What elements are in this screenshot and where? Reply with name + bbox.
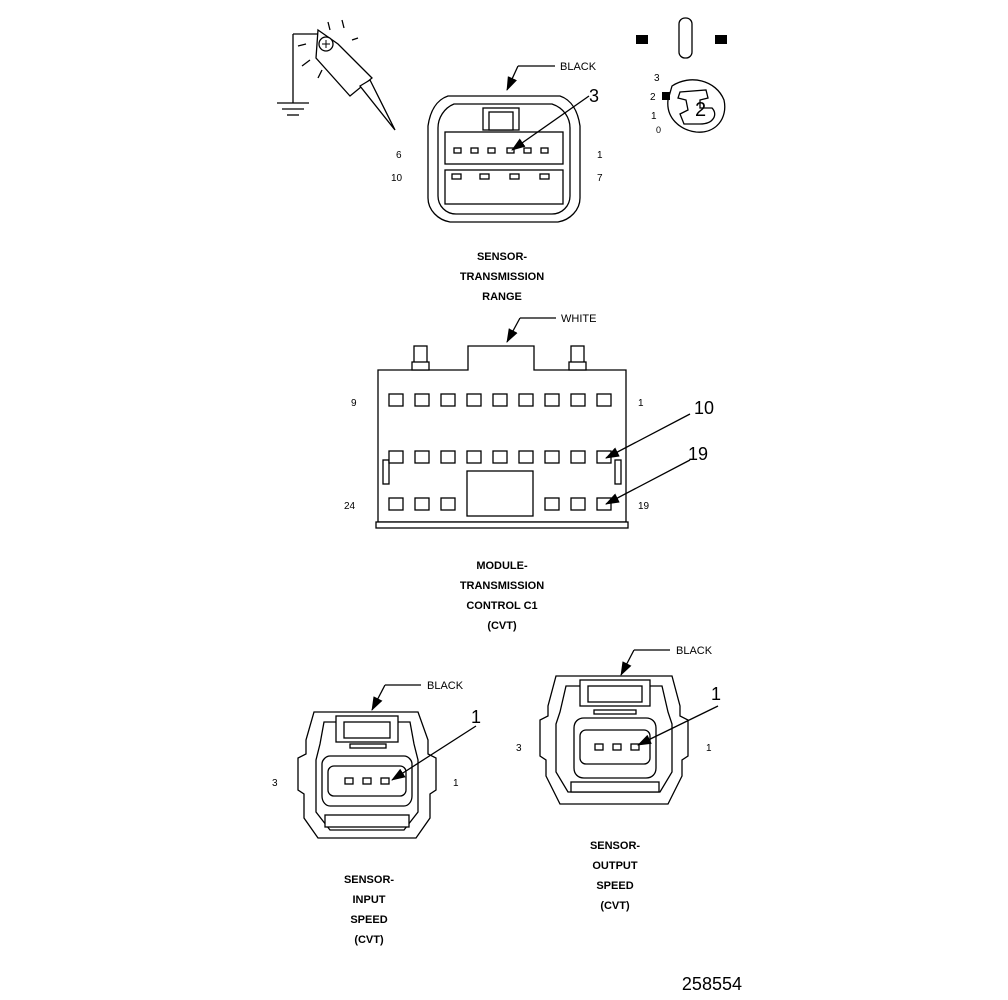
oss-title-line-2: OUTPUT [592,860,638,872]
iss-callout-pin: 1 [471,707,481,727]
oss-title-line-1: SENSOR- [590,840,640,852]
tcm-title: MODULE- TRANSMISSION CONTROL C1 (CVT) [460,560,544,632]
tcm-row2-terminals [388,450,612,464]
iss-title: SENSOR- INPUT SPEED (CVT) [344,874,394,946]
trs-color-label: BLACK [560,61,597,73]
tcm-row1-terminals [388,393,612,407]
oss-title-line-4: (CVT) [600,900,630,912]
backprobe-ground-test-icon [277,19,396,131]
oss-title: SENSOR- OUTPUT SPEED (CVT) [590,840,640,912]
oss-title-line-3: SPEED [596,880,633,892]
output-speed-sensor-connector: BLACK 1 3 1 SENSOR- OUTPUT SPEED (CVT) [516,645,721,912]
trs-pin-7-label: 7 [597,173,603,184]
tcm-title-line-1: MODULE- [476,560,528,572]
tcm-title-line-3: CONTROL C1 [466,600,537,612]
trs-row2-terminals [451,173,550,180]
tcm-title-line-4: (CVT) [487,620,517,632]
input-speed-sensor-connector: BLACK 1 3 1 SENSOR- INPUT SPEED (CVT) [272,680,481,946]
key-position-2-label: 2 [650,92,656,103]
key-position-3-label: 3 [654,73,660,84]
oss-pin-3-label: 3 [516,743,522,754]
trs-callout-pin: 3 [589,86,599,106]
trs-pin-6-label: 6 [396,150,402,161]
tcm-color-label: WHITE [561,313,596,325]
tcm-pin-24-label: 24 [344,501,356,512]
tcm-callout-pin-10: 10 [694,398,714,418]
trs-pin-1-label: 1 [597,150,603,161]
trs-title: SENSOR- TRANSMISSION RANGE [460,251,544,303]
key-position-1-label: 1 [651,111,657,122]
iss-pin-1-label: 1 [453,778,459,789]
trs-title-line-3: RANGE [482,291,522,303]
oss-callout-pin: 1 [711,684,721,704]
tcm-pin-19-label: 19 [638,501,650,512]
trs-pin-10-label: 10 [391,173,403,184]
tcm-c1-connector: WHITE [344,313,714,632]
iss-pin-3-label: 3 [272,778,278,789]
trs-row1-terminals [453,147,549,154]
key-position-0-label: 0 [656,125,661,135]
figure-number: 258554 [682,974,742,994]
trs-title-line-2: TRANSMISSION [460,271,544,283]
iss-title-line-3: SPEED [350,914,387,926]
tcm-pin-9-label: 9 [351,398,357,409]
iss-color-label: BLACK [427,680,464,692]
key-selected-position: 2 [695,99,706,121]
trs-title-line-1: SENSOR- [477,251,527,263]
tcm-pin-1-label: 1 [638,398,644,409]
tcm-title-line-2: TRANSMISSION [460,580,544,592]
tcm-callout-pin-19: 19 [688,444,708,464]
iss-title-line-4: (CVT) [354,934,384,946]
transmission-range-sensor-connector: BLACK 3 6 1 10 7 SENSOR- TRANSMISSION [391,61,603,303]
ignition-key-position-icon: 3 2 1 0 2 [636,17,727,135]
oss-color-label: BLACK [676,645,713,657]
iss-title-line-2: INPUT [353,894,386,906]
iss-title-line-1: SENSOR- [344,874,394,886]
oss-pin-1-label: 1 [706,743,712,754]
